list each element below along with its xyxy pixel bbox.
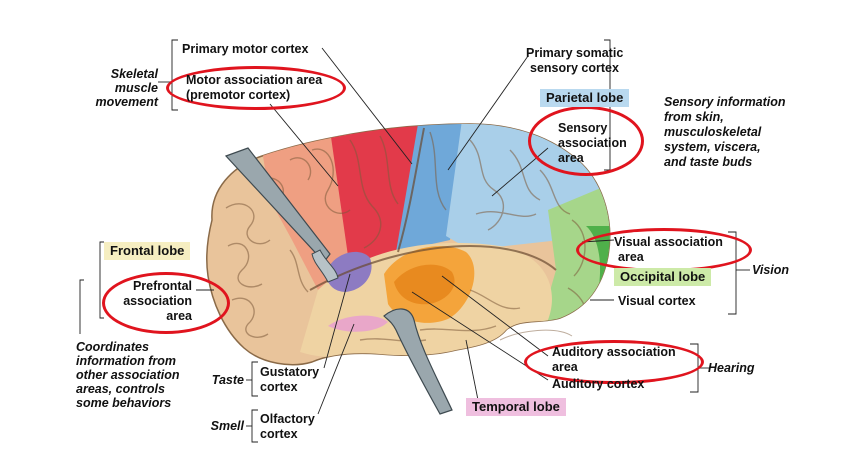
label-sensory-info-line3: musculoskeletal <box>664 125 762 139</box>
label-smell: Smell <box>210 419 244 433</box>
label-sensory-info-line2: from skin, <box>664 110 724 124</box>
label-coordinates-line3: other association <box>76 368 180 382</box>
label-gustatory-line2: cortex <box>260 380 298 394</box>
label-temporal-lobe: Temporal lobe <box>466 398 566 416</box>
label-coordinates-line1: Coordinates <box>76 340 149 354</box>
label-visual-assoc-line2: area <box>618 250 644 264</box>
lower-retractor <box>383 308 453 415</box>
label-visual-cortex: Visual cortex <box>618 294 696 308</box>
label-motor-association-line2: (premotor cortex) <box>186 88 291 102</box>
label-vision: Vision <box>752 263 790 277</box>
primary-motor-region <box>330 126 420 270</box>
label-taste: Taste <box>211 373 244 387</box>
label-auditory-assoc-line1: Auditory association <box>552 345 676 359</box>
label-auditory-cortex: Auditory cortex <box>552 377 645 391</box>
label-coordinates-line5: some behaviors <box>76 396 172 410</box>
label-occipital-lobe: Occipital lobe <box>614 268 712 286</box>
label-frontal-lobe: Frontal lobe <box>104 242 191 260</box>
label-sensory-assoc-line1: Sensory <box>558 121 608 135</box>
label-sensory-info-line5: and taste buds <box>664 155 753 169</box>
label-sensory-info-line4: system, viscera, <box>664 140 761 154</box>
label-prefrontal-line2: association <box>123 294 192 308</box>
label-primary-somatic-line1: Primary somatic <box>526 46 624 60</box>
label-motor-association-line1: Motor association area <box>186 73 323 87</box>
label-skeletal-line1: Skeletal <box>110 67 158 81</box>
label-gustatory-line1: Gustatory <box>260 365 320 379</box>
label-parietal-lobe: Parietal lobe <box>540 89 630 107</box>
label-prefrontal-line1: Prefrontal <box>132 279 192 293</box>
label-hearing: Hearing <box>708 361 755 375</box>
label-skeletal-line2: muscle <box>114 81 158 95</box>
label-olfactory-line2: cortex <box>260 427 298 441</box>
label-primary-somatic-line2: sensory cortex <box>530 61 619 75</box>
upper-retractor <box>224 147 331 263</box>
label-skeletal-line3: movement <box>95 95 158 109</box>
olfactory-region <box>328 315 388 332</box>
label-sensory-assoc-line3: area <box>558 151 584 165</box>
label-visual-assoc-line1: Visual association <box>614 235 723 249</box>
label-coordinates-line4: areas, controls <box>76 382 165 396</box>
label-coordinates-line2: information from <box>76 354 176 368</box>
label-olfactory-line1: Olfactory <box>260 412 315 426</box>
label-auditory-assoc-line2: area <box>552 360 578 374</box>
label-primary-motor-cortex: Primary motor cortex <box>182 42 309 56</box>
label-sensory-assoc-line2: association <box>558 136 627 150</box>
label-prefrontal-line3: area <box>166 309 192 323</box>
label-sensory-info-line1: Sensory information <box>664 95 786 109</box>
